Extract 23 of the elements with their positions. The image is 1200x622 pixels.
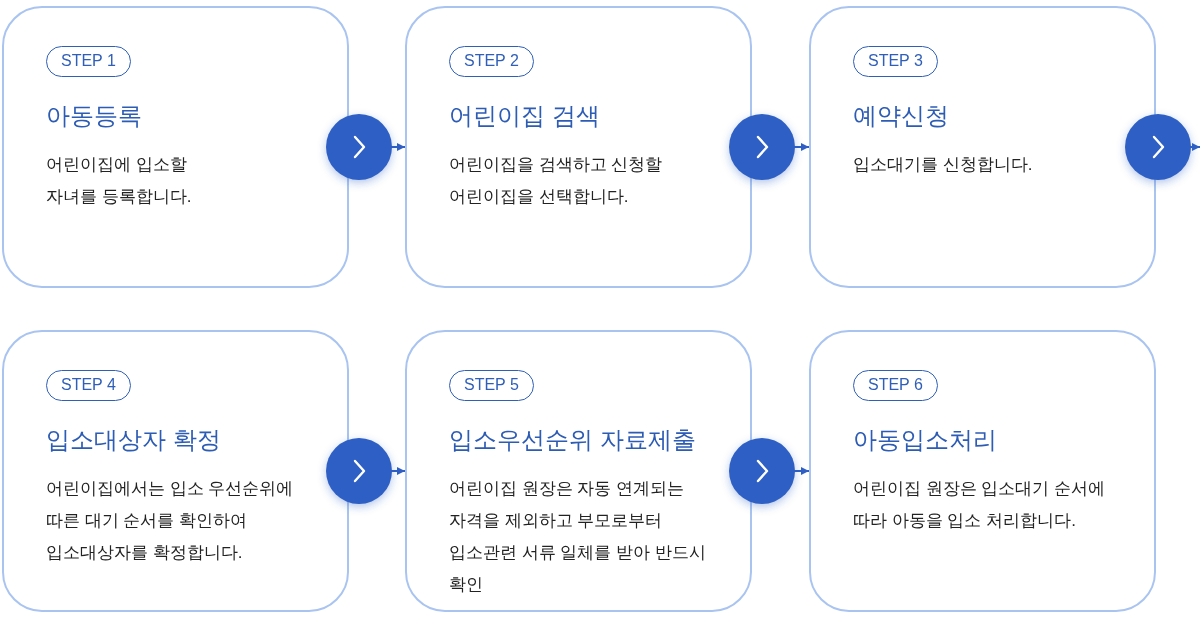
next-arrow-button bbox=[729, 438, 810, 504]
step-description: 어린이집 원장은 입소대기 순서에 따라 아동을 입소 처리합니다. bbox=[853, 478, 1107, 532]
step-card bbox=[809, 330, 1156, 612]
step-title: 아동입소처리 bbox=[853, 425, 997, 455]
step-description: 어린이집에 입소할 자녀를 등록합니다. bbox=[46, 154, 193, 208]
step-title: 아동등록 bbox=[46, 101, 142, 131]
step-card bbox=[809, 6, 1156, 288]
step-title: 입소대상자 확정 bbox=[46, 425, 221, 455]
step-card bbox=[405, 330, 752, 612]
step-title: 입소우선순위 자료제출 bbox=[449, 425, 696, 455]
step-description: 어린이집에서는 입소 우선순위에 따른 대기 순서를 확인하여 입소대상자를 확정합니다. bbox=[46, 478, 295, 564]
step-card bbox=[2, 330, 349, 612]
step-card bbox=[405, 6, 752, 288]
next-arrow-button bbox=[326, 438, 406, 504]
step-card bbox=[2, 6, 349, 288]
step-description: 어린이집 원장은 자동 연계되는 자격을 제외하고 부모로부터 입소관련 서류 일체를 받아 반드시 확인 bbox=[449, 478, 707, 596]
next-arrow-button bbox=[1125, 114, 1200, 180]
step-description: 입소대기를 신청합니다. bbox=[853, 154, 1034, 176]
next-arrow-button bbox=[729, 114, 810, 180]
step-description: 어린이집을 검색하고 신청할 어린이집을 선택합니다. bbox=[449, 154, 664, 208]
step-title: 어린이집 검색 bbox=[449, 101, 600, 131]
next-arrow-button bbox=[326, 114, 406, 180]
step-title: 예약신청 bbox=[853, 101, 949, 131]
